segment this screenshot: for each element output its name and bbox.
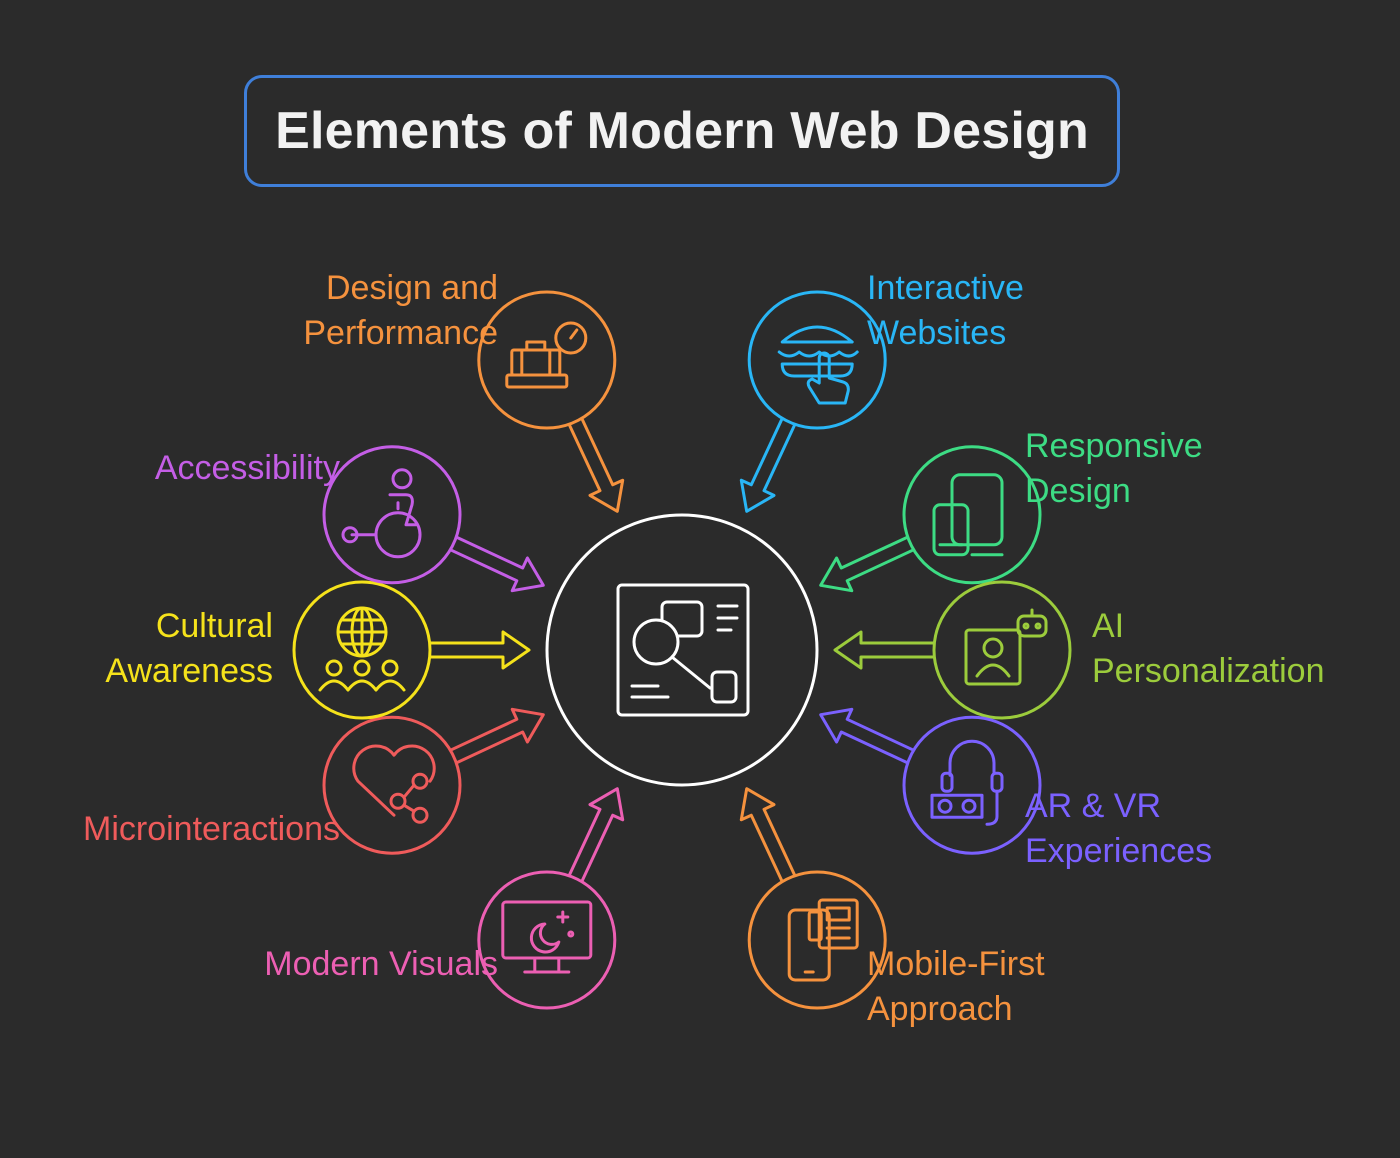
label-line: Design and — [325, 269, 498, 307]
devices-icon — [932, 473, 1004, 557]
label-line: Interactive — [867, 269, 1024, 307]
label-ai-personalization: AI Personalization — [1092, 604, 1324, 694]
node-responsive-design — [819, 445, 1042, 593]
wheelchair-icon — [341, 468, 422, 559]
label-line: AI — [1092, 607, 1125, 645]
luggage-scale-icon — [505, 321, 588, 389]
label-line: Cultural — [155, 607, 273, 645]
arrow-mobile-first-approach — [739, 787, 798, 887]
vr-headset-icon — [930, 739, 1004, 826]
label-line: Approach — [867, 990, 1013, 1028]
circle-responsive-design — [902, 445, 1042, 585]
arrow-modern-visuals — [566, 787, 625, 887]
label-line: Websites — [867, 314, 1007, 352]
node-design-and-performance — [477, 290, 625, 513]
node-modern-visuals — [477, 787, 625, 1010]
label-responsive-design: Responsive Design — [1025, 424, 1203, 514]
arrow-ar-vr-experiences — [819, 707, 919, 766]
label-line: Experiences — [1025, 832, 1213, 870]
burger-menu-tap-icon — [777, 325, 859, 405]
circle-ar-vr-experiences — [902, 715, 1042, 855]
label-line: Mobile-First — [867, 945, 1045, 983]
node-microinteractions — [322, 707, 545, 855]
arrow-ai-personalization — [833, 630, 940, 670]
arrow-responsive-design — [819, 534, 919, 593]
circle-interactive-websites — [747, 290, 887, 430]
label-accessibility: Accessibility — [155, 446, 340, 491]
web-layout-icon — [616, 583, 750, 717]
label-line: Performance — [303, 314, 498, 352]
arrow-interactive-websites — [739, 413, 798, 513]
label-interactive-websites: Interactive Websites — [867, 266, 1024, 356]
node-cultural-awareness — [292, 580, 531, 720]
arrow-accessibility — [445, 534, 545, 593]
title-box: Elements of Modern Web Design — [244, 75, 1120, 187]
label-design-and-performance: Design and Performance — [303, 266, 498, 356]
label-line: Accessibility — [154, 449, 340, 487]
node-mobile-first-approach — [739, 787, 887, 1010]
arrow-cultural-awareness — [424, 630, 531, 670]
robot-user-icon — [964, 608, 1048, 686]
heart-share-icon — [352, 744, 436, 824]
page-title: Elements of Modern Web Design — [275, 102, 1089, 160]
arrow-design-and-performance — [566, 413, 625, 513]
label-line: Microinteractions — [83, 810, 340, 848]
label-modern-visuals: Modern Visuals — [264, 942, 498, 987]
phone-news-icon — [787, 898, 859, 982]
label-line: Responsive — [1025, 427, 1203, 465]
node-accessibility — [322, 445, 545, 593]
label-line: Awareness — [105, 652, 273, 690]
node-interactive-websites — [739, 290, 887, 513]
node-ai-personalization — [833, 580, 1072, 720]
arrow-microinteractions — [445, 707, 545, 766]
label-mobile-first-approach: Mobile-First Approach — [867, 942, 1045, 1032]
label-cultural-awareness: Cultural Awareness — [105, 604, 273, 694]
label-line: Personalization — [1092, 652, 1325, 690]
label-line: Design — [1025, 472, 1131, 510]
label-ar-vr-experiences: AR & VR Experiences — [1025, 784, 1212, 874]
label-line: AR & VR — [1025, 787, 1162, 825]
center-hub — [545, 513, 819, 787]
label-line: Modern Visuals — [264, 945, 498, 983]
circle-microinteractions — [322, 715, 462, 855]
label-microinteractions: Microinteractions — [83, 807, 340, 852]
circle-design-and-performance — [477, 290, 617, 430]
monitor-moon-icon — [501, 900, 593, 974]
node-ar-vr-experiences — [819, 707, 1042, 855]
circle-modern-visuals — [477, 870, 617, 1010]
globe-people-icon — [318, 606, 406, 692]
